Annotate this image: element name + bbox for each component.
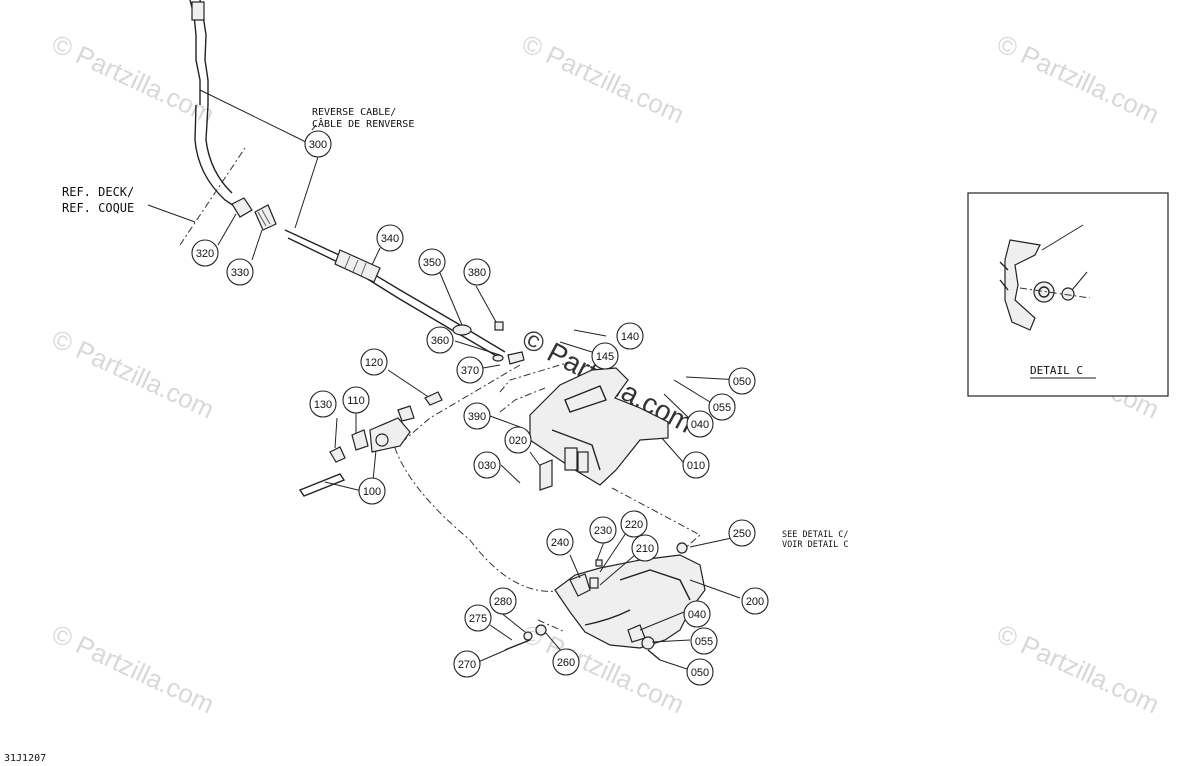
callout[interactable]: 360 <box>426 326 454 354</box>
see-detail-label: SEE DETAIL C/ <box>782 530 849 540</box>
lever-assembly <box>298 391 443 497</box>
svg-text:280: 280 <box>494 596 512 608</box>
callout[interactable]: 210 <box>631 534 659 562</box>
svg-text:320: 320 <box>196 248 214 260</box>
watermark: © Partzilla.com <box>47 323 218 424</box>
callout[interactable]: 380 <box>463 258 491 286</box>
callout[interactable]: 390 <box>463 402 491 430</box>
svg-text:130: 130 <box>314 399 332 411</box>
svg-text:055: 055 <box>713 402 731 414</box>
svg-text:010: 010 <box>687 460 705 472</box>
svg-text:200: 200 <box>746 596 764 608</box>
callout[interactable]: 320 <box>191 239 219 267</box>
svg-text:360: 360 <box>431 335 449 347</box>
svg-text:275: 275 <box>469 613 487 625</box>
callout[interactable]: 140 <box>616 322 644 350</box>
callout[interactable]: 120 <box>360 348 388 376</box>
watermark: © Partzilla.com <box>992 618 1163 719</box>
callout[interactable]: 050 <box>686 658 714 686</box>
svg-text:350: 350 <box>423 257 441 269</box>
callout[interactable]: 110 <box>342 386 370 414</box>
watermark: © Partzilla.com <box>47 28 218 129</box>
callout[interactable]: 055 <box>690 627 718 655</box>
reverse-cable-label-fr: CÂBLE DE RENVERSE <box>312 117 414 130</box>
drawing-code: 31J1207 <box>4 753 46 764</box>
assembly-connector <box>394 364 566 592</box>
see-detail-label-fr: VOIR DETAIL C <box>782 540 849 550</box>
callout[interactable]: 250 <box>728 519 756 547</box>
callout[interactable]: 280 <box>489 587 517 615</box>
svg-text:270: 270 <box>458 659 476 671</box>
callout[interactable]: 330 <box>226 258 254 286</box>
callout[interactable]: 145 <box>591 342 619 370</box>
watermark: © Partzilla.com <box>517 28 688 129</box>
callouts: 300 320 330 340 350 380 360 370 140 145 … <box>191 130 1112 686</box>
ref-deck-leader <box>147 204 196 223</box>
svg-text:370: 370 <box>461 365 479 377</box>
ref-deck-line <box>179 147 246 246</box>
reverse-cable <box>189 0 525 365</box>
svg-text:030: 030 <box>478 460 496 472</box>
assembly-connector <box>537 619 566 633</box>
svg-text:230: 230 <box>594 525 612 537</box>
callout[interactable]: 300 <box>304 130 332 158</box>
ref-deck-label-fr: REF. COQUE <box>62 201 134 215</box>
callout[interactable]: 055 <box>708 393 736 421</box>
reverse-gate-assembly <box>504 542 706 661</box>
callout[interactable]: 340 <box>376 224 404 252</box>
callout[interactable]: 130 <box>309 390 337 418</box>
detail-c-label: DETAIL C <box>1030 364 1083 377</box>
svg-text:300: 300 <box>309 139 327 151</box>
bracket-assembly <box>499 367 669 491</box>
svg-text:390: 390 <box>468 411 486 423</box>
svg-text:250: 250 <box>733 528 751 540</box>
callout[interactable]: 100 <box>358 477 386 505</box>
svg-text:050: 050 <box>733 376 751 388</box>
callout[interactable]: 275 <box>464 604 492 632</box>
svg-text:140: 140 <box>621 331 639 343</box>
svg-text:020: 020 <box>509 435 527 447</box>
svg-text:380: 380 <box>468 267 486 279</box>
svg-text:055: 055 <box>695 636 713 648</box>
watermark: © Partzilla.com <box>992 28 1163 129</box>
callout[interactable]: 200 <box>741 587 769 615</box>
callout[interactable]: 030 <box>473 451 501 479</box>
svg-text:120: 120 <box>365 357 383 369</box>
watermark: © Partzilla.com <box>47 618 218 719</box>
svg-text:210: 210 <box>636 543 654 555</box>
svg-text:040: 040 <box>688 609 706 621</box>
svg-text:145: 145 <box>596 351 614 363</box>
callout[interactable]: 240 <box>546 528 574 556</box>
callout[interactable]: 350 <box>418 248 446 276</box>
svg-text:110: 110 <box>347 395 365 407</box>
callout[interactable]: 050 <box>728 367 756 395</box>
callout[interactable]: 260 <box>552 648 580 676</box>
svg-text:340: 340 <box>381 233 399 245</box>
callout[interactable]: 220 <box>620 510 648 538</box>
svg-text:100: 100 <box>363 486 381 498</box>
svg-text:240: 240 <box>551 537 569 549</box>
callout[interactable]: 040 <box>683 600 711 628</box>
callout[interactable]: 040 <box>686 410 714 438</box>
reverse-cable-label: REVERSE CABLE/ <box>312 107 396 118</box>
callout[interactable]: 370 <box>456 356 484 384</box>
ref-deck-label: REF. DECK/ <box>62 185 134 199</box>
leader-lines <box>199 89 742 492</box>
detail-c-box: DETAIL C <box>967 192 1169 397</box>
svg-text:040: 040 <box>691 419 709 431</box>
svg-text:050: 050 <box>691 667 709 679</box>
svg-text:220: 220 <box>625 519 643 531</box>
leader-lines-lower <box>477 532 756 671</box>
callout[interactable]: 020 <box>504 426 532 454</box>
assembly-connector <box>499 361 571 393</box>
svg-text:260: 260 <box>557 657 575 669</box>
callout[interactable]: 270 <box>453 650 481 678</box>
callout[interactable]: 230 <box>589 516 617 544</box>
callout[interactable]: 010 <box>682 451 710 479</box>
svg-text:330: 330 <box>231 267 249 279</box>
